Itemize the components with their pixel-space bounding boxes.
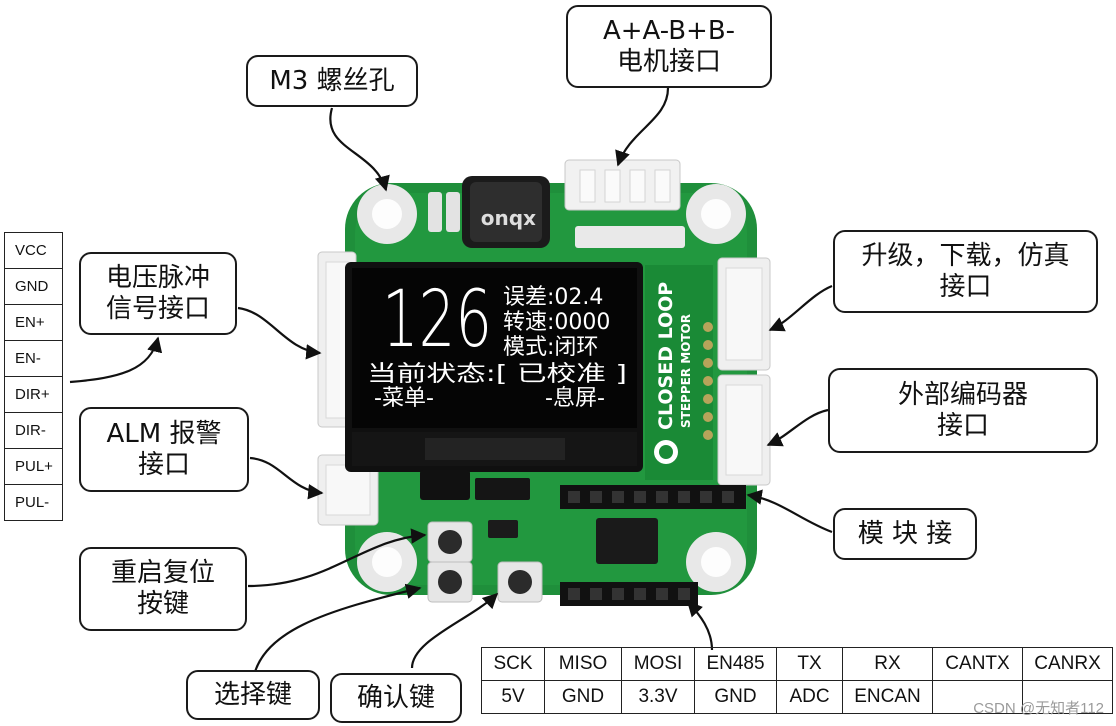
callout-upgrade-port: 升级，下载，仿真 接口 — [833, 230, 1098, 313]
arrow-module-port — [746, 489, 833, 534]
module-pin-cell: MOSI — [621, 647, 695, 681]
upgrade-connector — [717, 257, 771, 371]
oled-rpm-line: 转速:0000 — [503, 310, 610, 335]
encoder-connector — [717, 374, 771, 486]
mounting-hole-bottom-right — [686, 532, 746, 592]
pin-cell: EN- — [4, 340, 63, 377]
oled-mode-line: 模式:闭环 — [503, 335, 598, 360]
arrow-motor-port — [615, 87, 670, 167]
pin-cell: DIR- — [4, 412, 63, 449]
mounting-hole-top-right — [686, 184, 746, 244]
module-pin-cell: ADC — [776, 680, 843, 714]
module-pin-row: SCK MISO MOSI EN485 TX RX CANTX CANRX — [481, 647, 1113, 681]
module-header-bottom — [560, 582, 698, 606]
mounting-hole-bottom-left — [357, 532, 417, 592]
module-pin-cell: MISO — [544, 647, 622, 681]
module-pin-cell: GND — [694, 680, 777, 714]
callout-module-port: 模 块 接 — [833, 508, 977, 560]
module-pin-cell — [932, 680, 1023, 714]
module-pin-cell — [1022, 680, 1113, 714]
brand-subtext: STEPPER MOTOR — [679, 314, 693, 428]
select-button — [427, 561, 473, 603]
callout-m3-hole: M3 螺丝孔 — [246, 55, 418, 107]
module-pin-row: 5V GND 3.3V GND ADC ENCAN — [481, 680, 1113, 714]
pin-cell: PUL- — [4, 484, 63, 521]
callout-reset-key: 重启复位 按键 — [79, 547, 247, 631]
callout-encoder-port: 外部编码器 接口 — [828, 368, 1098, 453]
inductor — [420, 470, 470, 500]
smd-part — [428, 192, 442, 232]
module-pin-cell: ENCAN — [842, 680, 933, 714]
pin-cell: PUL+ — [4, 448, 63, 485]
module-pin-cell: RX — [842, 647, 933, 681]
callout-confirm-key: 确认键 — [330, 673, 462, 723]
module-pin-cell: TX — [776, 647, 843, 681]
pin-cell: EN+ — [4, 304, 63, 341]
oled-error-line: 误差:02.4 — [503, 285, 603, 310]
confirm-button — [497, 561, 543, 603]
smd-chip — [475, 478, 530, 500]
alm-connector — [317, 454, 379, 526]
smd-part — [446, 192, 460, 232]
oled-module — [345, 262, 643, 472]
capacitor: xbuo — [462, 176, 550, 248]
arrow-confirm-key — [410, 592, 499, 669]
module-pin-cell: EN485 — [694, 647, 777, 681]
module-pin-cell: SCK — [481, 647, 545, 681]
oled-screen-off-label: -息屏- — [545, 386, 605, 411]
oled-speed-value: 126 — [382, 275, 492, 365]
callout-select-key: 选择键 — [186, 670, 320, 720]
callout-motor-port: A+A-B+B- 电机接口 — [566, 5, 772, 88]
module-pin-cell: 3.3V — [621, 680, 695, 714]
oled-menu-label: -菜单- — [374, 386, 434, 411]
callout-voltage-pulse-port: 电压脉冲 信号接口 — [79, 252, 237, 335]
motor-connector — [564, 159, 681, 211]
capacitor-text: xbuo — [481, 209, 536, 233]
smd-chip — [488, 520, 518, 538]
arrow-alm-port — [249, 456, 324, 500]
pin-cell: DIR+ — [4, 376, 63, 413]
module-pin-cell: GND — [544, 680, 622, 714]
brand-text: CLOSED LOOP — [655, 282, 677, 430]
arrow-module-table — [686, 600, 714, 651]
module-pin-cell: CANRX — [1022, 647, 1113, 681]
brand-strip: CLOSED LOOP STEPPER MOTOR — [645, 265, 713, 480]
pin-cell: GND — [4, 268, 63, 305]
pin-table: VCC GND EN+ EN- DIR+ DIR- PUL+ PUL- — [4, 232, 63, 521]
arrow-select-key — [250, 583, 422, 689]
watermark: CSDN @无知者112 — [973, 700, 1104, 717]
mounting-hole-top-left — [357, 184, 417, 244]
reset-button — [427, 521, 473, 563]
oled-status-line: 当前状态:[ 已校准 ] — [367, 362, 627, 387]
gold-pads — [703, 322, 713, 440]
arrow-upgrade-port — [768, 284, 833, 332]
module-pin-cell: 5V — [481, 680, 545, 714]
module-header-top — [560, 485, 746, 509]
arrow-encoder-port — [766, 408, 829, 447]
module-pin-cell: CANTX — [932, 647, 1023, 681]
arrow-voltage-port — [237, 306, 322, 360]
arrow-m3-hole — [329, 107, 390, 192]
module-pin-table: SCK MISO MOSI EN485 TX RX CANTX CANRX 5V… — [481, 647, 1113, 714]
smd-part — [575, 226, 685, 248]
arrow-reset-key — [247, 528, 427, 588]
driver-chip — [596, 518, 658, 564]
callout-alm-port: ALM 报警 接口 — [79, 407, 249, 492]
pin-cell: VCC — [4, 232, 63, 269]
arrow-pins-table — [69, 336, 163, 384]
